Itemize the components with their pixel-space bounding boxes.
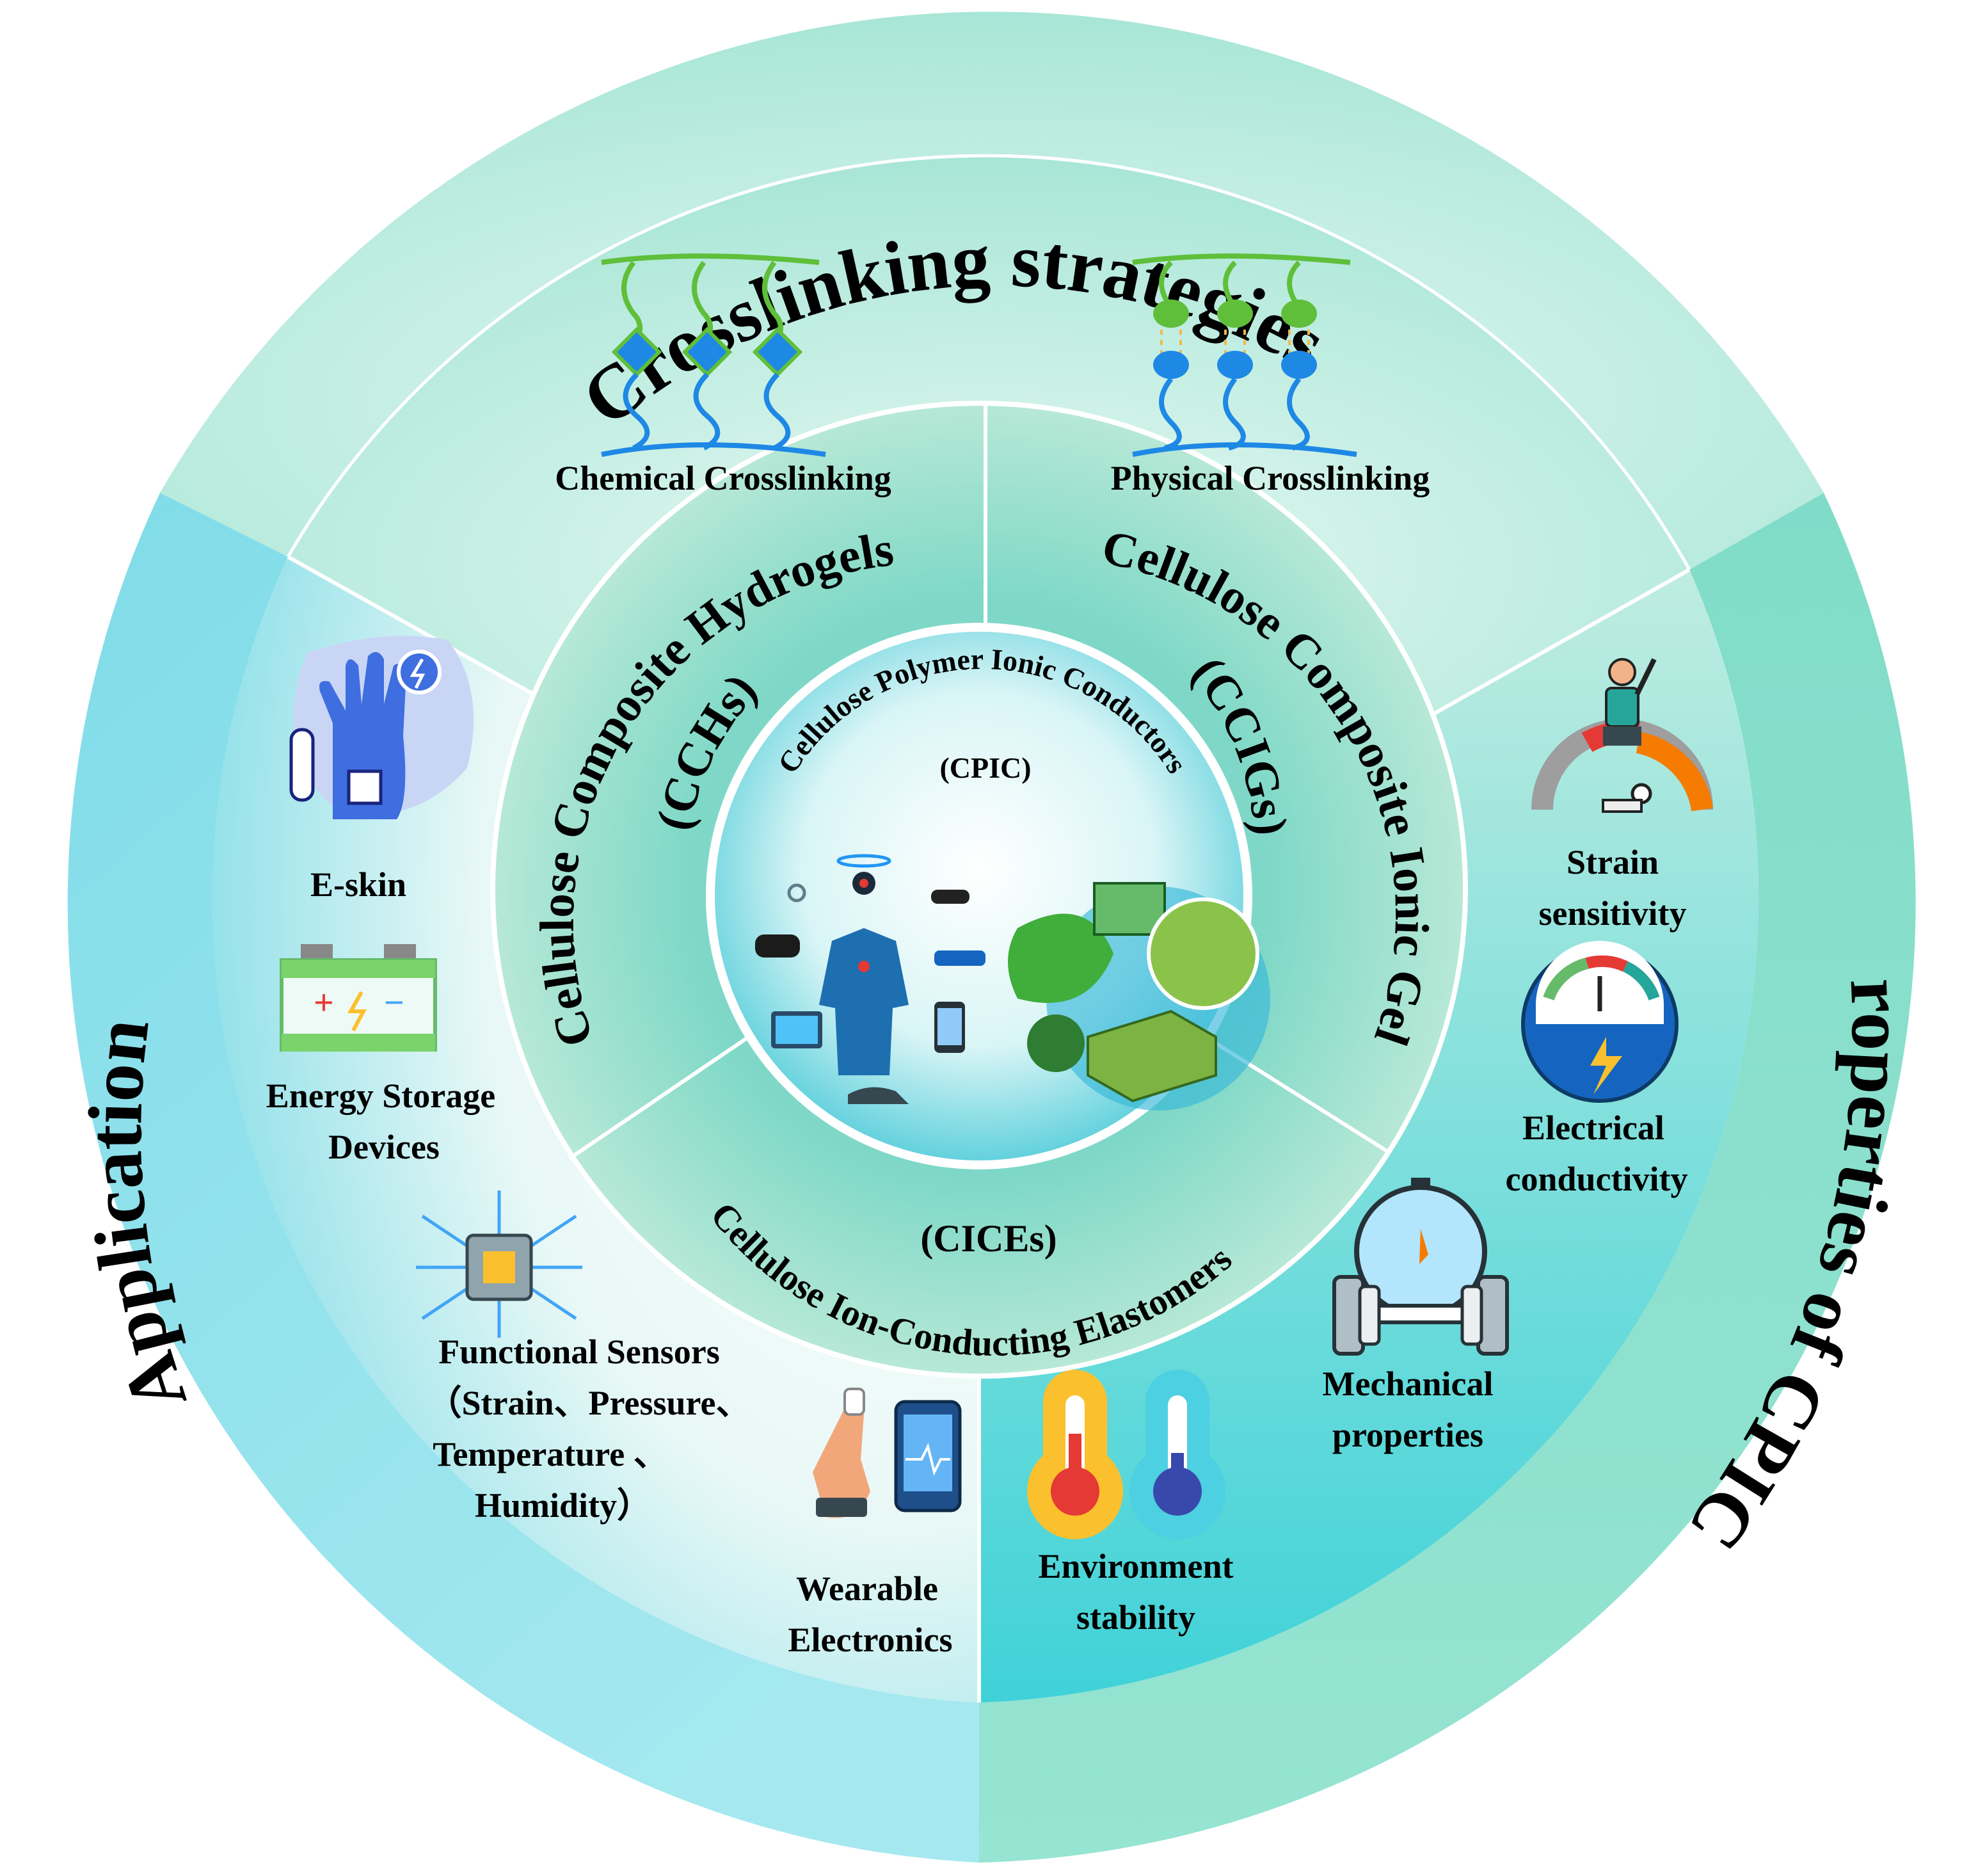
electrical-conductivity-icon (1521, 941, 1679, 1103)
chemical-crosslinking-label: Chemical Crosslinking (555, 459, 891, 497)
svg-text:+: + (314, 983, 334, 1023)
physical-crosslinking-icon (1132, 253, 1357, 457)
energy-storage-label-line1: Energy Storage (266, 1077, 495, 1115)
cellulose-leaf-icon (1008, 882, 1270, 1110)
electrical-label-line1: Electrical (1522, 1109, 1664, 1147)
top-ring-segment (160, 12, 1824, 570)
wearable-phone-icon (813, 1388, 962, 1518)
middle-ring-border (490, 401, 1468, 1379)
sensors-label-line1: Functional Sensors (438, 1333, 720, 1371)
strain-label-line2: sensitivity (1538, 894, 1686, 933)
strain-sensitivity-icon (1531, 658, 1713, 813)
e-skin-icon (289, 636, 474, 819)
sensors-label-line2: （Strain、Pressure、 (427, 1384, 751, 1422)
wearable-label-line1: Wearable (796, 1569, 938, 1608)
strain-label-line1: Strain (1567, 843, 1659, 881)
physical-crosslinking-label: Physical Crosslinking (1111, 459, 1430, 497)
chemical-crosslinking-icon (601, 253, 826, 457)
mechanical-label-line1: Mechanical (1323, 1365, 1494, 1403)
svg-text:−: − (384, 983, 404, 1023)
core: Cellulose Polymer Ionic Conductors (CPIC… (706, 623, 1270, 1169)
divider-right (1387, 568, 1691, 741)
core-abbr: (CPIC) (939, 751, 1031, 784)
environment-label-line2: stability (1076, 1598, 1195, 1637)
mechanical-properties-icon (1332, 1178, 1509, 1356)
left-ring-segment (67, 493, 979, 1863)
environment-label-line1: Environment (1038, 1547, 1233, 1585)
thermometer-icon (1027, 1370, 1225, 1539)
sensors-label-line3: Temperature 、 (433, 1435, 667, 1473)
middle-divider-left (568, 1035, 750, 1160)
e-skin-label: E-skin (310, 865, 406, 904)
wearable-label-line2: Electronics (788, 1621, 953, 1659)
sensors-label-line4: Humidity） (475, 1486, 651, 1525)
inner-ring-outline (286, 154, 1691, 571)
right-ring-segment (979, 493, 1916, 1863)
electrical-label-line2: conductivity (1505, 1160, 1687, 1198)
cice-abbr: (CICEs) (920, 1217, 1057, 1260)
battery-icon: + − (280, 944, 437, 1052)
sensor-chip-icon (416, 1191, 582, 1338)
wearable-devices-icon (755, 854, 985, 1104)
energy-storage-label-line2: Devices (328, 1128, 440, 1166)
mechanical-label-line2: properties (1332, 1416, 1483, 1454)
